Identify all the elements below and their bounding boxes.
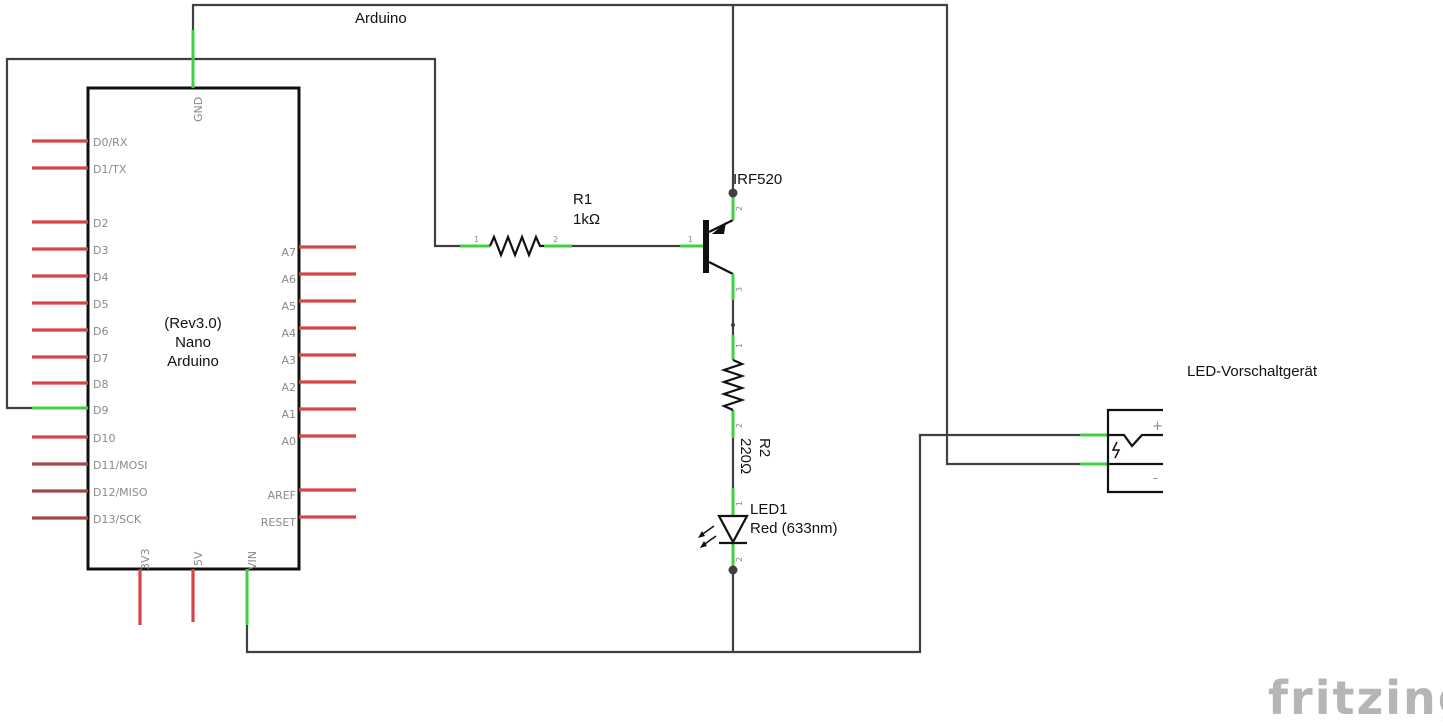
wire-d9-to-r1 bbox=[5, 57, 460, 410]
ballast-label: LED-Vorschaltgerät bbox=[1187, 363, 1318, 380]
pin-label-d3: D3 bbox=[93, 244, 108, 257]
pin-label-a0: A0 bbox=[281, 435, 296, 448]
fritzing-logo: fritzing bbox=[1268, 671, 1443, 725]
led-pin1-number: 1 bbox=[735, 501, 744, 506]
arduino-module-label-2: Nano bbox=[175, 334, 211, 351]
wire-led-to-vin bbox=[245, 570, 735, 654]
led-triangle bbox=[717, 514, 749, 545]
pin-label-a5: A5 bbox=[281, 300, 296, 313]
arduino-module-label-3: Arduino bbox=[167, 353, 219, 370]
ballast-bracket bbox=[1106, 408, 1163, 494]
r1-zigzag bbox=[488, 233, 544, 259]
ballast-minus-label: - bbox=[1153, 471, 1158, 486]
led-pin2-number: 2 bbox=[735, 557, 744, 562]
pin-label-a4: A4 bbox=[281, 327, 296, 340]
led-value: Red (633nm) bbox=[750, 520, 838, 537]
pin-label-a1: A1 bbox=[281, 408, 296, 421]
wire-vin-to-ballast-plus bbox=[733, 433, 1085, 654]
ballast-bolt-icon bbox=[1111, 441, 1121, 459]
led-name: LED1 bbox=[750, 501, 788, 518]
r1-pin1-number: 1 bbox=[474, 235, 479, 244]
mosfet-pin2-number: 2 bbox=[735, 206, 744, 211]
mosfet-drain-lead bbox=[708, 219, 734, 233]
pin-label-5v: 5V bbox=[192, 551, 205, 566]
arduino-nano: (Rev3.0) Nano Arduino D0/RX D1/TX D2 D3 … bbox=[32, 30, 356, 625]
wire-gnd-top bbox=[191, 3, 1085, 466]
ballast-switch bbox=[1108, 433, 1163, 448]
ballast-plus-label: + bbox=[1152, 419, 1163, 434]
pin-label-vin: VIN bbox=[246, 551, 259, 570]
pin-label-aref: AREF bbox=[268, 489, 296, 502]
mosfet-source-lead bbox=[708, 261, 734, 275]
mosfet-pin3-number: 3 bbox=[735, 287, 744, 292]
led1: 1 2 LED1 Red (633nm) bbox=[698, 488, 838, 575]
pin-label-d0: D0/RX bbox=[93, 136, 128, 149]
r1-name: R1 bbox=[573, 191, 592, 208]
mosfet-drain-junction bbox=[728, 188, 738, 198]
mosfet-pin1-number: 1 bbox=[688, 235, 693, 244]
pin-label-d11: D11/MOSI bbox=[93, 459, 148, 472]
resistor-r2: 1 2 R2 220Ω bbox=[720, 323, 773, 474]
r2-junction-top bbox=[731, 323, 735, 327]
pin-label-gnd: GND bbox=[192, 97, 205, 122]
pin-label-d13: D13/SCK bbox=[93, 513, 142, 526]
r2-zigzag bbox=[720, 358, 746, 412]
pin-label-d2: D2 bbox=[93, 217, 108, 230]
r2-pin1-number: 1 bbox=[735, 343, 744, 348]
r1-value: 1kΩ bbox=[573, 211, 600, 228]
pin-label-d6: D6 bbox=[93, 325, 108, 338]
mosfet-irf520: 1 2 3 IRF520 bbox=[680, 171, 782, 300]
r2-name: R2 bbox=[756, 438, 773, 457]
led-ballast: LED-Vorschaltgerät + - bbox=[1080, 363, 1318, 494]
arduino-right-pins: A7 A6 A5 A4 A3 A2 A1 A0 AREF RESET bbox=[261, 245, 356, 529]
pin-label-d10: D10 bbox=[93, 432, 115, 445]
led-light-arrow-2 bbox=[700, 541, 707, 548]
arduino-module-label-1: (Rev3.0) bbox=[164, 315, 222, 332]
r1-pin2-number: 2 bbox=[553, 235, 558, 244]
led-junction-bottom bbox=[728, 565, 738, 575]
pin-label-d4: D4 bbox=[93, 271, 108, 284]
led-light-arrow-1 bbox=[698, 531, 705, 538]
arduino-top-label: Arduino bbox=[355, 10, 407, 27]
arduino-left-pins: D0/RX D1/TX D2 D3 D4 D5 D6 D7 D8 D9 D10 … bbox=[32, 136, 148, 526]
mosfet-arrow bbox=[712, 222, 726, 234]
pin-label-a6: A6 bbox=[281, 273, 296, 286]
pin-label-d9: D9 bbox=[93, 404, 108, 417]
mosfet-label: IRF520 bbox=[733, 171, 782, 188]
pin-label-a3: A3 bbox=[281, 354, 296, 367]
pin-label-d8: D8 bbox=[93, 378, 108, 391]
r2-pin2-number: 2 bbox=[735, 423, 744, 428]
r2-value: 220Ω bbox=[737, 438, 754, 474]
pin-label-reset: RESET bbox=[261, 516, 297, 529]
pin-label-d1: D1/TX bbox=[93, 163, 127, 176]
pin-label-d12: D12/MISO bbox=[93, 486, 148, 499]
pin-label-d5: D5 bbox=[93, 298, 108, 311]
pin-label-d7: D7 bbox=[93, 352, 108, 365]
pin-label-3v3: 3V3 bbox=[139, 548, 152, 570]
resistor-r1: 1 2 R1 1kΩ bbox=[460, 191, 600, 259]
pin-label-a2: A2 bbox=[281, 381, 296, 394]
pin-label-a7: A7 bbox=[281, 246, 296, 259]
